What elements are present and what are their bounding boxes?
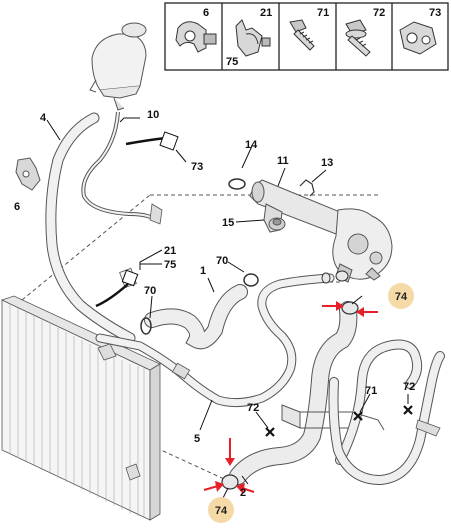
o-ring-14 <box>228 178 246 190</box>
red-arrows <box>203 301 378 494</box>
bracket-6 <box>15 157 41 191</box>
hose-1 <box>144 284 248 350</box>
legend-label-72: 72 <box>373 7 385 19</box>
wire-clip-13 <box>299 179 315 197</box>
legend-label-21: 21 <box>260 7 272 19</box>
hose-2 <box>229 301 358 485</box>
callout-11: 11 <box>277 155 289 167</box>
legend-label-71: 71 <box>317 7 329 19</box>
cross-marker-72-right <box>403 405 413 415</box>
clamp-70-left <box>140 317 152 335</box>
callout-73: 73 <box>191 161 203 173</box>
bracket-clip-icon <box>175 21 217 53</box>
legend-label-73: 73 <box>429 7 441 19</box>
legend-label-6: 6 <box>203 7 209 19</box>
leader-squares <box>121 131 179 287</box>
hose-5 <box>95 273 335 408</box>
callout-1: 1 <box>200 265 206 277</box>
clamp-74-lower <box>221 474 239 490</box>
cross-marker-71 <box>353 411 363 421</box>
callout-74-upper: 74 <box>395 291 408 303</box>
callout-70-right: 70 <box>216 255 228 267</box>
callout-70-left: 70 <box>144 285 156 297</box>
callout-5: 5 <box>194 433 200 445</box>
hose-clip-icon <box>235 19 271 57</box>
legend-box: 6 21 71 72 73 75 <box>164 2 449 71</box>
radiator <box>0 295 161 521</box>
bolt-icon <box>345 19 371 57</box>
callout-13: 13 <box>321 157 333 169</box>
hose-4 <box>45 112 136 344</box>
thermostat-housing <box>249 179 393 283</box>
pipe-clip-icon <box>399 21 437 55</box>
callout-15: 15 <box>222 217 234 229</box>
clamp-hose-2 <box>321 270 349 284</box>
callout-labels: 4 10 73 6 14 11 13 15 21 75 1 70 70 71 7… <box>14 109 415 499</box>
clamp-74-upper <box>341 301 359 315</box>
callout-4: 4 <box>40 112 47 124</box>
callout-10: 10 <box>147 109 159 121</box>
highlight-74-upper: 74 <box>388 283 414 309</box>
callout-21: 21 <box>164 245 176 257</box>
callout-75: 75 <box>164 259 176 271</box>
cross-marker-72-left <box>265 427 275 437</box>
expansion-tank <box>89 22 147 111</box>
callout-2: 2 <box>240 487 246 499</box>
highlight-74-lower: 74 <box>208 497 234 523</box>
screw-icon <box>289 19 315 51</box>
hose-10 <box>81 111 163 225</box>
legend-label-75: 75 <box>226 56 238 68</box>
seal-15 <box>268 217 286 231</box>
callout-71: 71 <box>365 385 377 397</box>
clamp-70-right <box>243 273 259 287</box>
callout-72-left: 72 <box>247 402 259 414</box>
callout-6: 6 <box>14 201 20 213</box>
callout-74-lower: 74 <box>215 505 228 517</box>
callout-72-right: 72 <box>403 381 415 393</box>
heater-pipes <box>281 339 445 486</box>
callout-14: 14 <box>245 139 258 151</box>
